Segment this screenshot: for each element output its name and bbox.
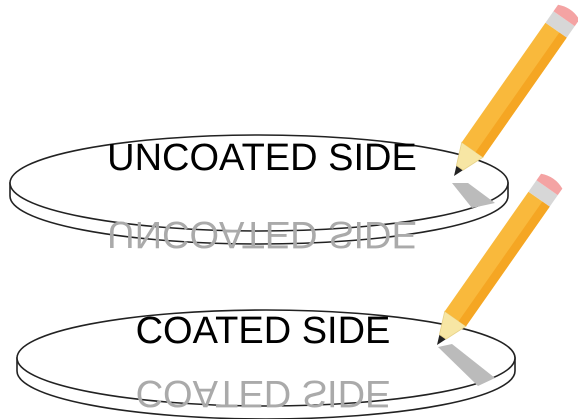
pencil-icon: [454, 4, 578, 176]
top-mirror-face: [9, 134, 509, 232]
pencil-icon: [437, 173, 563, 345]
top-label-text: UNCOATED SIDE: [107, 137, 417, 179]
top-pencil-reflection: [452, 183, 495, 208]
bottom-pencil-reflection: [438, 344, 495, 386]
bottom-label-text: COATED SIDE: [136, 310, 391, 352]
top-mirror: UNCOATED SIDE UNCOATED SIDE: [9, 4, 578, 255]
bottom-mirror-face: [16, 309, 516, 407]
bottom-mirror: COATED SIDE COATED SIDE: [16, 173, 563, 419]
top-reflection-text: UNCOATED SIDE: [107, 213, 417, 255]
bottom-reflection-text: COATED SIDE: [136, 372, 391, 414]
